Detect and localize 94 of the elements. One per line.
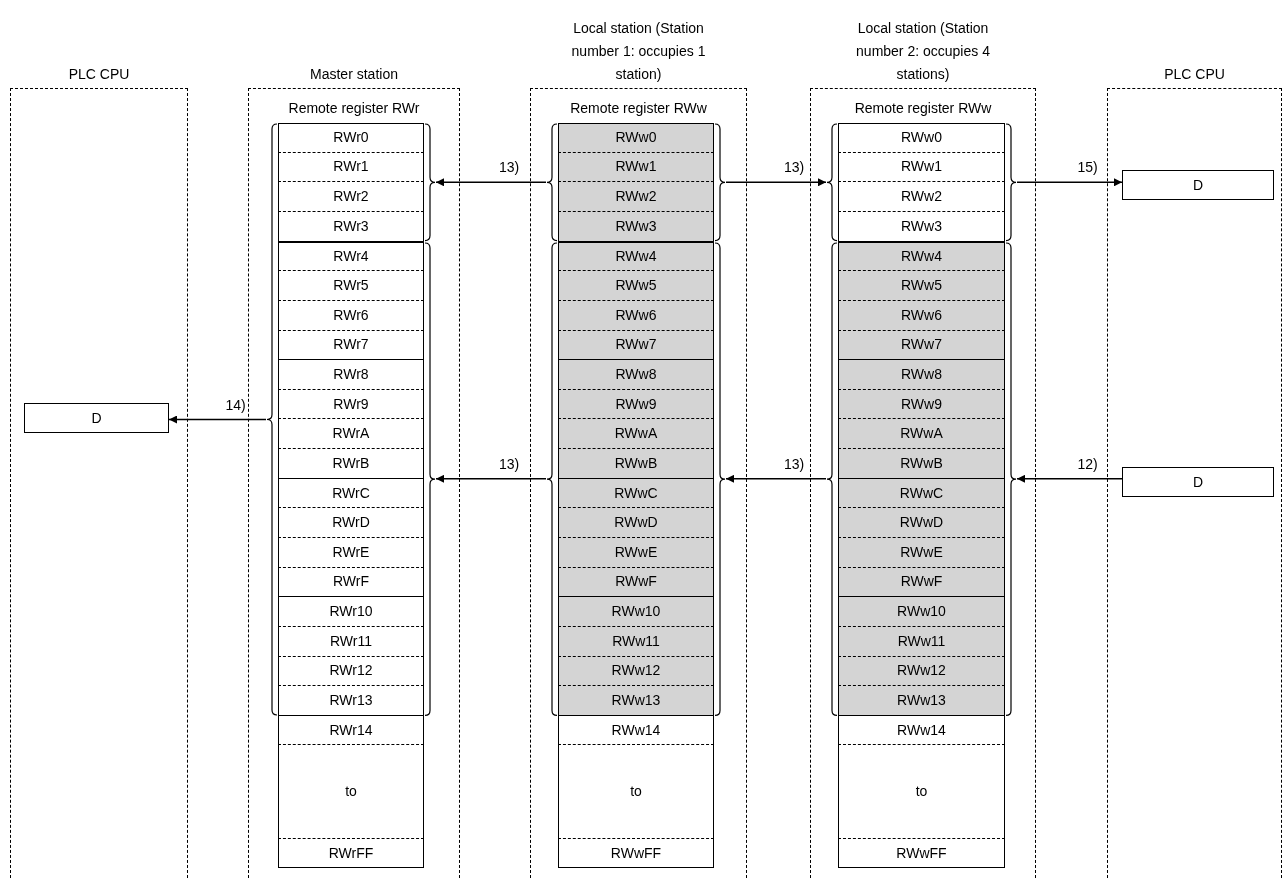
arrow xyxy=(1016,178,1123,187)
register-heading: Remote register RWw xyxy=(853,99,993,118)
register-cell: RWw10 xyxy=(558,597,714,627)
register-cell: RWwF xyxy=(558,567,714,598)
register-cell: RWrF xyxy=(278,567,424,598)
register-cell: RWwD xyxy=(558,508,714,538)
register-cell: RWw4 xyxy=(558,241,714,272)
station-title: PLC CPU xyxy=(68,65,130,84)
register-cell: RWr11 xyxy=(278,626,424,657)
register-cell: RWwE xyxy=(838,538,1005,568)
register-cell: RWw2 xyxy=(558,182,714,212)
station-title: Master station xyxy=(310,65,398,84)
register-heading: Remote register RWw xyxy=(569,99,708,118)
register-cell: RWr4 xyxy=(278,241,424,272)
register-cell: RWr1 xyxy=(278,152,424,183)
register-cell: RWw6 xyxy=(558,300,714,331)
register-cell: RWw2 xyxy=(838,182,1005,212)
register-cell: RWw14 xyxy=(838,716,1005,745)
register-cell: RWr5 xyxy=(278,271,424,301)
register-cell: RWwA xyxy=(558,419,714,450)
edge-label: 14) xyxy=(225,395,246,414)
register-cell: RWw10 xyxy=(838,597,1005,627)
edge-label: 12) xyxy=(1077,454,1098,473)
register-cell: RWw6 xyxy=(838,300,1005,331)
register-cell: RWrC xyxy=(278,478,424,509)
register-cell: RWwFF xyxy=(558,839,714,868)
register-cell: RWr6 xyxy=(278,300,424,331)
register-cell: RWw13 xyxy=(838,686,1005,716)
data-box: D xyxy=(1122,170,1274,200)
edge-label: 13) xyxy=(499,158,520,177)
register-cell: RWr12 xyxy=(278,656,424,687)
arrow xyxy=(435,474,547,483)
register-cell: to xyxy=(838,745,1005,839)
register-cell: RWw8 xyxy=(558,360,714,390)
arrow xyxy=(168,415,267,424)
data-box: D xyxy=(1122,467,1274,497)
arrow xyxy=(725,474,827,483)
register-cell: RWr0 xyxy=(278,123,424,153)
register-cell: RWw3 xyxy=(838,211,1005,242)
arrow xyxy=(1016,474,1123,483)
register-cell: RWwC xyxy=(838,478,1005,509)
register-cell: RWr3 xyxy=(278,211,424,242)
register-cell: RWw3 xyxy=(558,211,714,242)
register-cell: RWrD xyxy=(278,508,424,538)
register-cell: to xyxy=(558,745,714,839)
arrow xyxy=(435,178,547,187)
register-cell: RWr7 xyxy=(278,330,424,361)
register-cell: RWr2 xyxy=(278,182,424,212)
register-cell: RWr14 xyxy=(278,716,424,745)
register-cell: RWwB xyxy=(838,449,1005,479)
station-title: Local station (Station number 2: occupies 4 stations) xyxy=(855,19,991,84)
register-cell: to xyxy=(278,745,424,839)
register-cell: RWw7 xyxy=(558,330,714,361)
register-cell: RWrE xyxy=(278,538,424,568)
register-cell: RWr13 xyxy=(278,686,424,716)
register-cell: RWwA xyxy=(838,419,1005,450)
register-cell: RWw9 xyxy=(558,389,714,420)
register-cell: RWrFF xyxy=(278,839,424,868)
arrow xyxy=(725,178,827,187)
register-heading: Remote register RWr xyxy=(287,99,421,118)
register-cell: RWw12 xyxy=(558,656,714,687)
edge-label: 13) xyxy=(784,158,805,177)
register-cell: RWwC xyxy=(558,478,714,509)
register-cell: RWr10 xyxy=(278,597,424,627)
register-cell: RWw0 xyxy=(838,123,1005,153)
register-cell: RWrA xyxy=(278,419,424,450)
register-cell: RWw0 xyxy=(558,123,714,153)
edge-label: 15) xyxy=(1077,158,1098,177)
register-cell: RWwE xyxy=(558,538,714,568)
register-cell: RWw8 xyxy=(838,360,1005,390)
register-cell: RWw5 xyxy=(838,271,1005,301)
register-cell: RWrB xyxy=(278,449,424,479)
edge-label: 13) xyxy=(499,454,520,473)
register-cell: RWw5 xyxy=(558,271,714,301)
register-cell: RWw7 xyxy=(838,330,1005,361)
register-cell: RWwF xyxy=(838,567,1005,598)
station-title: Local station (Station number 1: occupies 1 station) xyxy=(570,19,707,84)
register-cell: RWw11 xyxy=(558,626,714,657)
data-box: D xyxy=(24,403,169,433)
register-cell: RWw13 xyxy=(558,686,714,716)
register-cell: RWwD xyxy=(838,508,1005,538)
register-cell: RWwFF xyxy=(838,839,1005,868)
register-cell: RWw9 xyxy=(838,389,1005,420)
register-cell: RWw14 xyxy=(558,716,714,745)
register-cell: RWw11 xyxy=(838,626,1005,657)
register-cell: RWr9 xyxy=(278,389,424,420)
register-cell: RWwB xyxy=(558,449,714,479)
register-cell: RWw4 xyxy=(838,241,1005,272)
register-cell: RWw1 xyxy=(838,152,1005,183)
edge-label: 13) xyxy=(784,454,805,473)
station-title: PLC CPU xyxy=(1164,65,1225,84)
register-cell: RWw12 xyxy=(838,656,1005,687)
register-cell: RWw1 xyxy=(558,152,714,183)
register-cell: RWr8 xyxy=(278,360,424,390)
